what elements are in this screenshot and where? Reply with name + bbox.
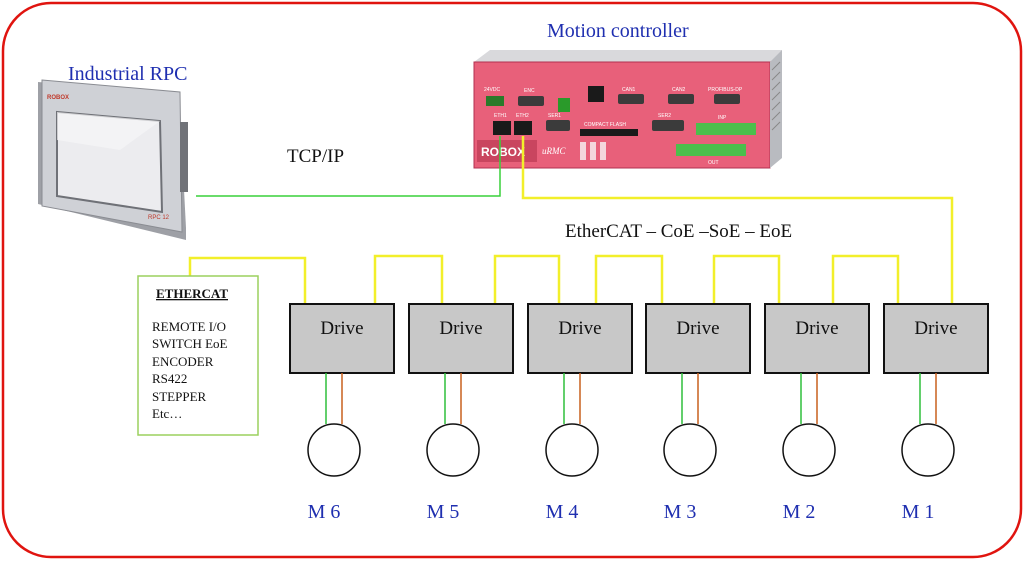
ser1-port-label: SER1: [548, 113, 561, 119]
drive-label-m5: Drive: [439, 318, 482, 339]
eth1-port-label: ETH1: [494, 113, 507, 119]
drive-box-m2: [764, 303, 870, 374]
ethercat-trunk: [521, 136, 954, 304]
enc-port-label: ENC: [524, 88, 535, 94]
ethercat-link-m2-m1: [831, 254, 900, 304]
motor-m4: [545, 423, 599, 477]
eth2-port-label: ETH2: [516, 113, 529, 119]
enc-port: [518, 96, 544, 106]
motor-m5: [426, 423, 480, 477]
drive-unit-m3: Drive M 3: [645, 303, 751, 523]
ethercat-link-m5-m4: [493, 254, 561, 304]
controller-model-label: uRMC: [542, 146, 566, 156]
drive-unit-m4: Drive M 4: [527, 303, 633, 523]
motor-label-m2: M 2: [783, 501, 816, 523]
motor-m6: [307, 423, 361, 477]
ethercat-item-remote-io: REMOTE I/O: [152, 319, 226, 334]
power-connector: [486, 96, 504, 106]
profibus-port: [714, 94, 740, 104]
ethercat-box-title: ETHERCAT: [156, 286, 228, 301]
eth1-port: [493, 121, 511, 135]
drive-unit-m2: Drive M 2: [764, 303, 870, 523]
ethercat-devices-box: ETHERCAT REMOTE I/O SWITCH EoE ENCODER R…: [137, 275, 259, 436]
controller-brand-logo: ROBOX: [481, 145, 525, 159]
drive-box-m6: [289, 303, 395, 374]
motor-m2: [782, 423, 836, 477]
profibus-port-label: PROFIBUS-DP: [708, 87, 743, 93]
drive-label-m1: Drive: [914, 318, 957, 339]
drive-box-m4: [527, 303, 633, 374]
rpc-brand-logo: ROBOX: [47, 95, 69, 101]
motor-label-m6: M 6: [308, 501, 341, 523]
motor-label-m4: M 4: [546, 501, 579, 523]
can1-port: [618, 94, 644, 104]
compact-flash-label: COMPACT FLASH: [584, 122, 626, 128]
can1-port-label: CAN1: [622, 87, 636, 93]
industrial-rpc-label: Industrial RPC: [68, 63, 187, 85]
ethercat-item-switch: SWITCH EoE: [152, 336, 228, 351]
tcpip-label: TCP/IP: [287, 146, 344, 167]
rpc-model-label: RPC 12: [148, 215, 170, 221]
ethercat-item-rs422: RS422: [152, 371, 187, 386]
inp-port-label: INP: [718, 115, 727, 121]
compact-flash-slot: [580, 129, 638, 136]
ethercat-bus-label: EtherCAT – CoE –SoE – EoE: [565, 221, 792, 242]
motor-label-m5: M 5: [427, 501, 460, 523]
ethercat-item-etc: Etc…: [152, 406, 182, 421]
drive-unit-m6: Drive M 6: [289, 303, 395, 523]
motor-m1: [901, 423, 955, 477]
drive-label-m6: Drive: [320, 318, 363, 339]
can2-port: [668, 94, 694, 104]
motor-m3: [663, 423, 717, 477]
out-terminal: [676, 144, 746, 156]
ethercat-item-encoder: ENCODER: [152, 354, 214, 369]
ser1-port: [546, 120, 570, 131]
drive-unit-m5: Drive M 5: [408, 303, 514, 523]
power-port-label: 24VDC: [484, 87, 501, 93]
can2-port-label: CAN2: [672, 87, 686, 93]
ethercat-item-stepper: STEPPER: [152, 389, 207, 404]
green-terminal: [558, 98, 570, 112]
drive-unit-m1: Drive M 1: [883, 303, 989, 523]
industrial-rpc-device: ROBOX RPC 12: [38, 79, 188, 240]
ethercat-link-box-m6: [188, 256, 307, 304]
inp-terminal: [696, 123, 756, 135]
status-display: [588, 86, 604, 102]
ethercat-link-m6-m5: [373, 254, 444, 304]
ethercat-link-m4-m3: [594, 254, 664, 304]
motion-controller-label: Motion controller: [547, 20, 689, 42]
tcpip-link: [196, 136, 501, 197]
motor-label-m1: M 1: [902, 501, 935, 523]
ethercat-link-m3-m2: [712, 254, 781, 304]
ser2-port-label: SER2: [658, 113, 671, 119]
rpc-side-connector: [180, 122, 188, 192]
drive-label-m4: Drive: [558, 318, 601, 339]
ser2-port: [652, 120, 684, 131]
drive-label-m3: Drive: [676, 318, 719, 339]
motor-label-m3: M 3: [664, 501, 697, 523]
drive-label-m2: Drive: [795, 318, 838, 339]
eth2-port: [514, 121, 532, 135]
drive-box-m1: [883, 303, 989, 374]
motion-controller-device: 24VDC ENC CAN1 CAN2 PROFIBUS-DP ETH1 ETH…: [473, 50, 782, 169]
out-port-label: OUT: [708, 160, 719, 166]
